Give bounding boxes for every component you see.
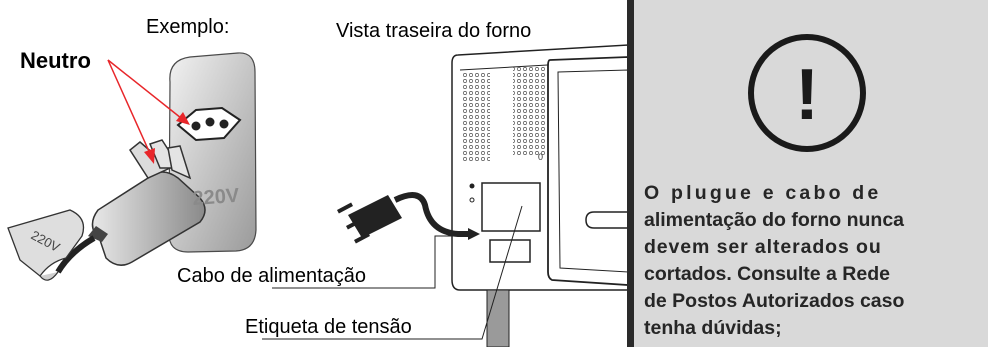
cable-label: Cabo de alimentação [177, 265, 366, 287]
socket-voltage-label: 220V [192, 185, 241, 210]
warning-line: tenha dúvidas; [644, 317, 782, 339]
warning-line: alimentação do forno nunca [644, 209, 905, 231]
oven-connector-box [489, 239, 531, 263]
plug-body [88, 139, 206, 266]
warning-panel: ! [634, 0, 988, 347]
warning-line: de Postos Autorizados caso [644, 290, 905, 312]
oven-voltage-label-plate [481, 182, 541, 232]
neutral-arrows [107, 59, 190, 164]
rear-view-label: Vista traseira do forno [336, 20, 531, 42]
oven-handle [585, 211, 629, 229]
oven-foot [486, 289, 510, 347]
warning-text: O plugue e cabo de alimentação do forno … [644, 180, 972, 342]
warning-panel-divider [627, 0, 634, 347]
power-cable [336, 192, 480, 244]
voltage-tag-label: Etiqueta de tensão [245, 316, 412, 338]
warning-symbol: ! [795, 55, 819, 135]
callout-lines [262, 205, 523, 340]
plug-cable [55, 235, 96, 274]
warning-line: O plugue e cabo de [644, 182, 882, 204]
warning-line: cortados. Consulte a Rede [644, 263, 890, 285]
neutral-label: Neutro [20, 48, 91, 73]
example-label: Exemplo: [146, 16, 229, 38]
socket-plug-illustration: Exemplo: Neutro 220V 220V [7, 16, 257, 281]
oven-rear-view: 0 Vista traseira do forno Cabo de alimen… [177, 20, 629, 347]
svg-text:0: 0 [538, 152, 543, 162]
cable-voltage-tag [7, 209, 85, 281]
oven-body: 0 [451, 44, 629, 291]
exclamation-icon: ! [748, 34, 866, 152]
warning-line: devem ser alterados ou [644, 236, 882, 258]
